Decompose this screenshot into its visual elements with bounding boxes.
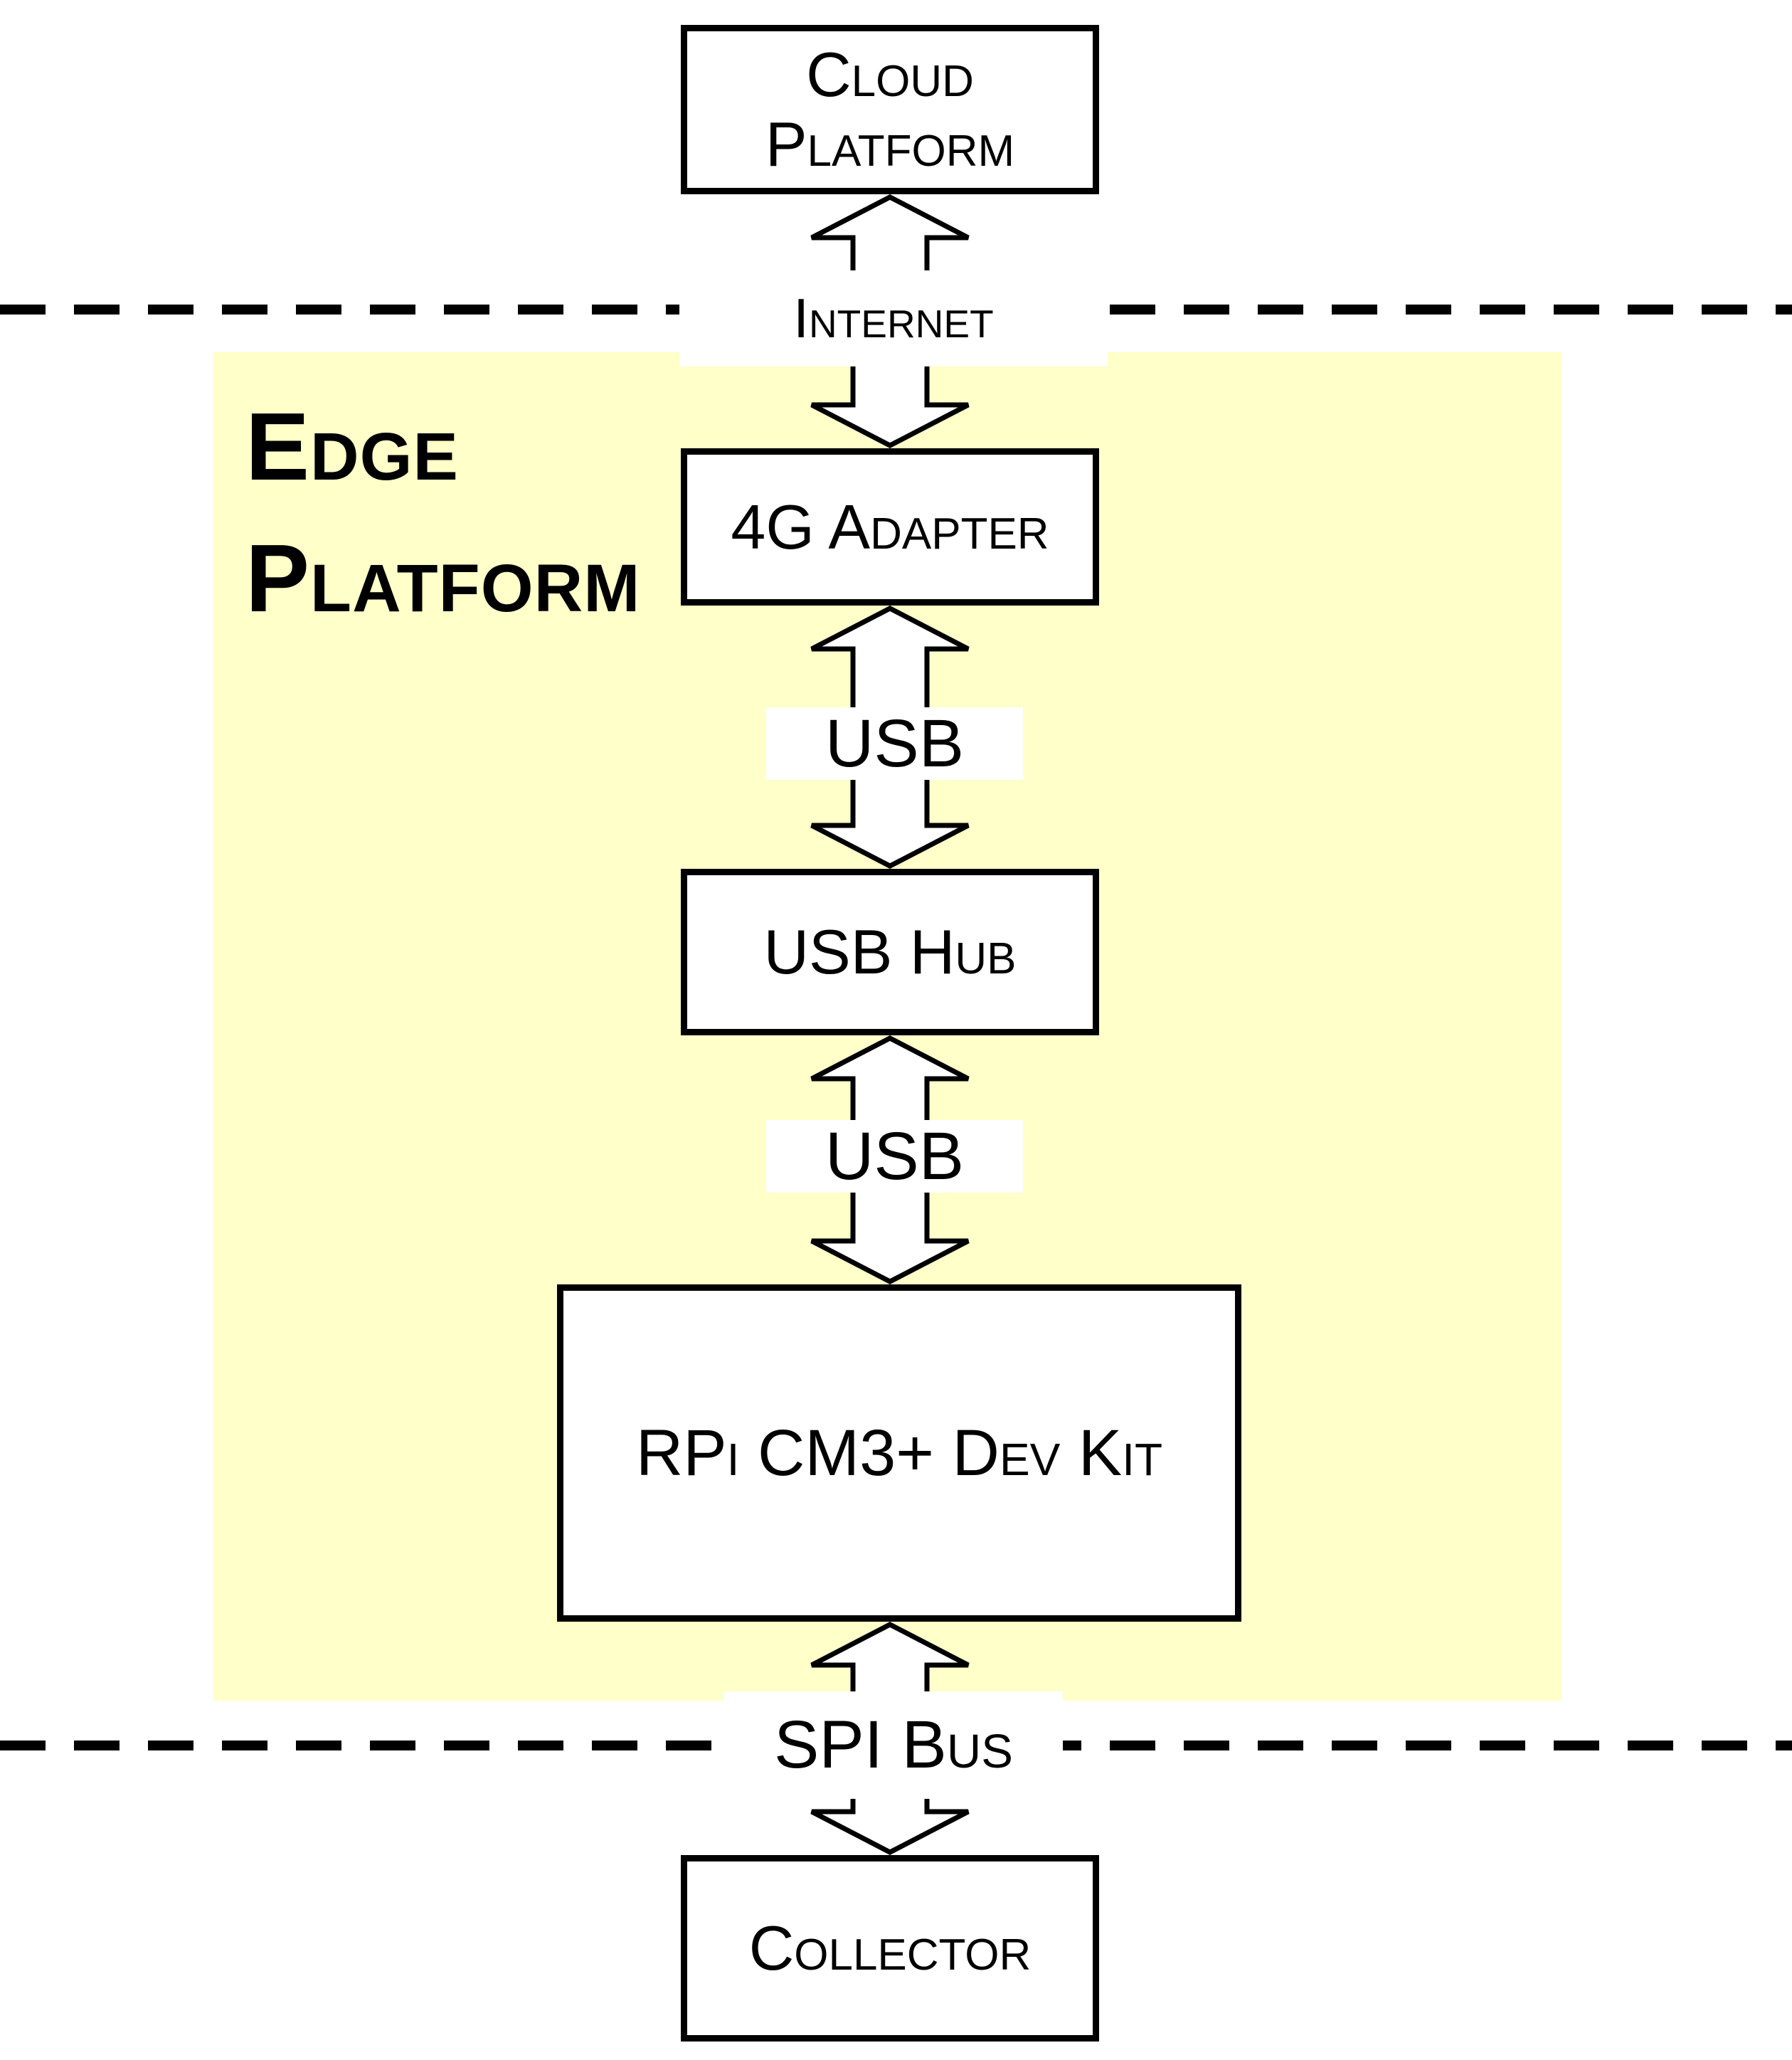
- edge-platform-region-label-text: Edge Platform: [245, 393, 641, 632]
- node-cloud-platform-label: Cloud Platform: [765, 39, 1015, 179]
- node-cloud-platform: Cloud Platform: [681, 25, 1099, 194]
- usb-bottom-label: USB: [766, 1118, 1023, 1194]
- node-rpi-cm3-dev-kit-label: RPi CM3+ Dev Kit: [635, 1417, 1163, 1489]
- usb-top-label: USB: [766, 705, 1023, 781]
- node-4g-adapter-label: 4G Adapter: [731, 491, 1049, 562]
- node-collector: Collector: [681, 1855, 1099, 2041]
- internet-label: Internet: [679, 270, 1108, 366]
- node-usb-hub-label: USB Hub: [763, 917, 1017, 987]
- node-4g-adapter: 4G Adapter: [681, 448, 1099, 606]
- internet-label-text: Internet: [793, 287, 994, 349]
- spi-bus-label: SPI Bus: [724, 1691, 1063, 1799]
- node-collector-label: Collector: [748, 1913, 1032, 1983]
- node-rpi-cm3-dev-kit: RPi CM3+ Dev Kit: [557, 1284, 1241, 1622]
- usb-top-label-text: USB: [825, 705, 965, 781]
- node-usb-hub: USB Hub: [681, 869, 1099, 1035]
- spi-bus-label-text: SPI Bus: [774, 1707, 1013, 1782]
- edge-platform-region-label: Edge Platform: [245, 381, 843, 644]
- usb-bottom-label-text: USB: [825, 1118, 965, 1194]
